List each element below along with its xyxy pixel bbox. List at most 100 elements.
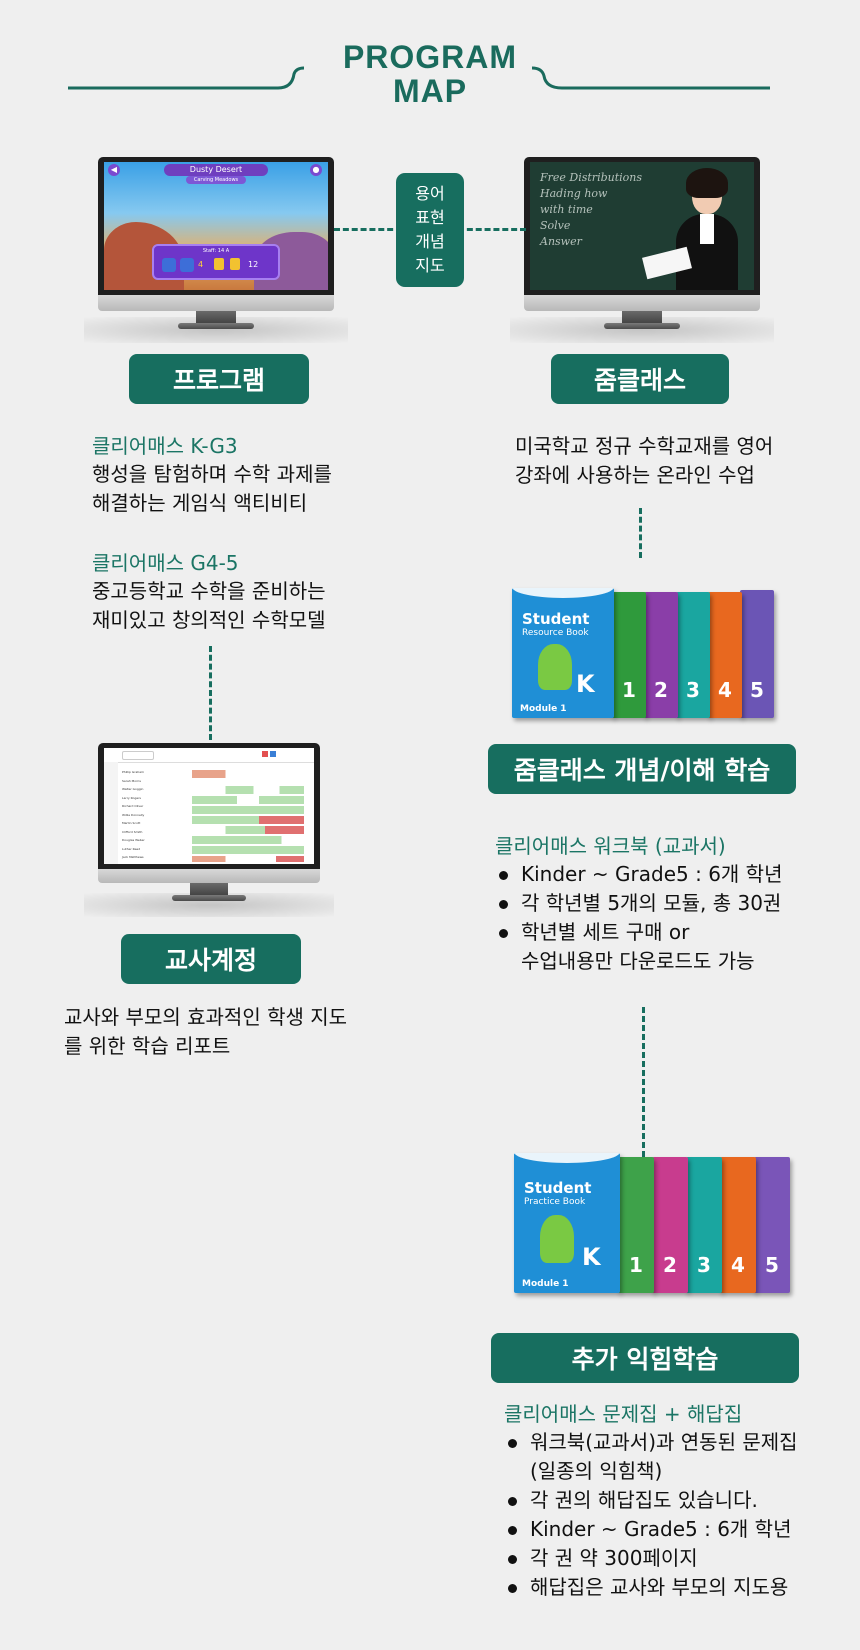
- resource-book-2: 2: [644, 592, 678, 718]
- report-row-7: Martin Scott: [122, 821, 141, 825]
- page-title-line1: PROGRAM: [342, 39, 518, 75]
- vocab-line-1: 용어: [415, 184, 445, 203]
- chalk-line-3: with time: [540, 203, 593, 216]
- resource-books: 5 4 3 2 1 Student Resource Book K Module…: [512, 588, 774, 722]
- connector-concept-practice: [642, 1007, 645, 1157]
- game-back-button[interactable]: ◀: [108, 164, 120, 176]
- chalkboard-screen: Free Distributions Hading how with time …: [530, 162, 754, 290]
- report-screen: Phillip Graham Sarah Morris Walter Goggi…: [104, 748, 314, 864]
- report-row-8: Clifford Smith: [122, 829, 143, 834]
- teacher-account-pill: 교사계정: [121, 934, 301, 984]
- report-row-11: Jack Matthews: [122, 855, 144, 859]
- resource-book-module: Module 1: [520, 704, 567, 714]
- lock-icon: [230, 258, 240, 270]
- chalk-line-2: Hading how: [540, 187, 608, 200]
- report-row-6: Willie Donnelly: [122, 812, 145, 817]
- lock-icon: [214, 258, 224, 270]
- zoom-monitor: Free Distributions Hading how with time …: [510, 157, 774, 343]
- practice-book-module: Module 1: [522, 1279, 569, 1289]
- connector-zoom-books: [639, 508, 642, 558]
- practice-book-4: 4: [720, 1157, 756, 1293]
- chalk-line-5: Answer: [540, 235, 582, 248]
- teacher-description: 교사와 부모의 효과적인 학생 지도 를 위한 학습 리포트: [64, 1003, 404, 1061]
- practice-bullet-4: 각 권 약 300페이지: [504, 1544, 849, 1573]
- practice-pill: 추가 익힘학습: [491, 1333, 799, 1383]
- concept-continuation: 수업내용만 다운로드도 가능: [521, 949, 755, 973]
- zoom-line-2: 강좌에 사용하는 온라인 수업: [515, 463, 755, 487]
- practice-book-5: 5: [754, 1157, 790, 1293]
- resource-book-1: 1: [612, 592, 646, 718]
- concept-pill: 줌클래스 개념/이해 학습: [488, 744, 796, 794]
- page-title: PROGRAM MAP: [330, 40, 530, 108]
- practice-book-2: 2: [652, 1157, 688, 1293]
- teacher-line-1: 교사와 부모의 효과적인 학생 지도: [64, 1005, 348, 1029]
- practice-book-3: 3: [686, 1157, 722, 1293]
- vocab-line-3: 개념: [415, 232, 445, 251]
- zoom-description: 미국학교 정규 수학교재를 영어 강좌에 사용하는 온라인 수업: [515, 432, 835, 490]
- concept-bullet-1: Kinder ~ Grade5 : 6개 학년: [495, 860, 840, 889]
- zoom-class-pill: 줌클래스: [551, 354, 729, 404]
- game-level-name: Dusty Desert: [164, 164, 268, 176]
- resource-book-subtitle: Resource Book: [522, 628, 589, 638]
- report-row-4: Larry Rogers: [122, 795, 141, 800]
- practice-book-1: 1: [618, 1157, 654, 1293]
- report-row-2: Sarah Morris: [122, 778, 141, 783]
- program-g45-line-1: 중고등학교 수학을 준비하는: [92, 579, 326, 603]
- resource-book-3: 3: [676, 592, 710, 718]
- game-panel: Staff: 14 A 4 12: [152, 244, 280, 280]
- practice-bullet-2: 각 권의 해답집도 있습니다.: [504, 1486, 849, 1515]
- program-kg3-heading: 클리어매스 K-G3: [92, 434, 238, 458]
- practice-books: 5 4 3 2 1 Student Practice Book K Module…: [514, 1153, 790, 1297]
- zoom-line-1: 미국학교 정규 수학교재를 영어: [515, 434, 774, 458]
- report-search-input[interactable]: [122, 751, 154, 760]
- practice-book-subtitle: Practice Book: [524, 1197, 586, 1207]
- chalk-line-1: Free Distributions: [540, 171, 643, 184]
- vocab-box: 용어 표현 개념 지도: [396, 173, 464, 287]
- practice-heading: 클리어매스 문제집 + 해답집: [504, 1402, 743, 1426]
- report-row-1: Phillip Graham: [122, 770, 144, 774]
- vocab-line-4: 지도: [415, 256, 445, 275]
- game-level-sub: Carving Meadows: [186, 176, 246, 184]
- concept-heading: 클리어매스 워크북 (교과서): [495, 834, 726, 858]
- practice-book-grade: K: [582, 1243, 601, 1271]
- report-row-10: Luther Reed: [122, 846, 141, 851]
- game-screen: Dusty Desert Carving Meadows ◀ ● Staff: …: [104, 162, 328, 290]
- practice-book-title: Student: [524, 1179, 592, 1197]
- game-settings-icon[interactable]: ●: [310, 164, 322, 176]
- game-panel-value-2: 12: [248, 260, 259, 269]
- program-kg3-line-2: 해결하는 게임식 액티비티: [92, 491, 308, 515]
- program-g45: 클리어매스 G4-5 중고등학교 수학을 준비하는 재미있고 창의적인 수학모델: [92, 549, 412, 635]
- practice-bullet-5: 해답집은 교사와 부모의 지도용: [504, 1573, 849, 1602]
- game-monitor: Dusty Desert Carving Meadows ◀ ● Staff: …: [84, 157, 348, 343]
- practice-bullet-3: Kinder ~ Grade5 : 6개 학년: [504, 1515, 849, 1544]
- resource-book-5: 5: [740, 590, 774, 718]
- program-pill: 프로그램: [129, 354, 309, 404]
- practice-bullet-1: 워크북(교과서)과 연동된 문제집: [504, 1428, 849, 1457]
- resource-book-4: 4: [708, 592, 742, 718]
- program-g45-line-2: 재미있고 창의적인 수학모델: [92, 608, 326, 632]
- concept-details: 클리어매스 워크북 (교과서) Kinder ~ Grade5 : 6개 학년 …: [495, 832, 840, 976]
- report-row-5: Richard Oliver: [122, 804, 144, 808]
- practice-book-k: Student Practice Book K Module 1: [514, 1153, 620, 1293]
- concept-bullet-2: 각 학년별 5개의 모듈, 총 30권: [495, 889, 840, 918]
- practice-continuation: (일종의 익힘책): [530, 1459, 663, 1483]
- program-g45-heading: 클리어매스 G4-5: [92, 551, 239, 575]
- resource-book-grade: K: [576, 670, 595, 698]
- report-row-3: Walter Goggin: [122, 787, 144, 791]
- chalk-line-4: Solve: [540, 219, 571, 232]
- practice-details: 클리어매스 문제집 + 해답집 워크북(교과서)과 연동된 문제집 (일종의 익…: [504, 1400, 849, 1602]
- game-panel-label: Staff: 14 A: [202, 248, 230, 254]
- teacher-monitor: Phillip Graham Sarah Morris Walter Goggi…: [84, 743, 334, 917]
- teacher-line-2: 를 위한 학습 리포트: [64, 1034, 231, 1058]
- program-kg3: 클리어매스 K-G3 행성을 탐험하며 수학 과제를 해결하는 게임식 액티비티: [92, 432, 412, 518]
- program-kg3-line-1: 행성을 탐험하며 수학 과제를: [92, 462, 332, 486]
- game-panel-value-1: 4: [198, 260, 204, 269]
- connector-program-teacher: [209, 646, 212, 740]
- resource-book-title: Student: [522, 610, 590, 628]
- page-title-line2: MAP: [392, 73, 468, 109]
- report-row-9: Douglas Weber: [122, 838, 145, 842]
- concept-bullet-3: 학년별 세트 구매 or: [495, 918, 840, 947]
- vocab-line-2: 표현: [415, 208, 445, 227]
- resource-book-k: Student Resource Book K Module 1: [512, 588, 614, 718]
- teacher-figure: [642, 166, 752, 290]
